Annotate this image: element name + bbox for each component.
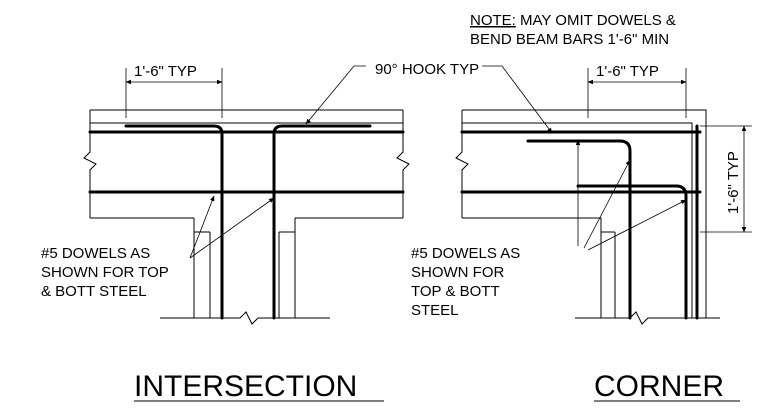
corner-break-bottom [575,311,720,325]
corner-dowel-leader-3 [587,199,687,251]
corner-note: NOTE: MAY OMIT DOWELS & BEND BEAM BARS 1… [470,12,680,48]
hook-note-leader-left [305,65,366,125]
corner-note-prefix: NOTE: [470,12,516,29]
corner-dowel-note: #5 DOWELS AS SHOWN FOR TOP & BOTT STEEL [411,245,524,319]
intersection-dim-label: 1'-6" TYP [134,63,197,80]
corner-dowel-note-line-2: SHOWN FOR [411,264,504,281]
corner-dim-side-label: 1'-6" TYP [725,151,742,214]
corner-dim-top-label: 1'-6" TYP [596,63,659,80]
corner-detail: NOTE: MAY OMIT DOWELS & BEND BEAM BARS 1… [411,12,752,403]
intersection-dowel-note-line-2: SHOWN FOR TOP [41,264,169,281]
corner-title: CORNER [594,370,724,403]
corner-dowel-note-line-4: STEEL [411,302,459,319]
hook-note-leader-right [482,65,553,134]
corner-dowel-note-line-3: TOP & BOTT [411,283,499,300]
corner-dowel-bottom [576,184,688,320]
intersection-detail: 1'-6" TYP #5 DOWELS AS SHOWN FOR TOP & B… [41,63,410,403]
corner-dowel-leader-2 [583,159,631,249]
intersection-break-right [396,110,410,218]
intersection-break-bottom [160,311,330,325]
intersection-dowel-right [272,124,372,320]
hook-note: 90° HOOK TYP [375,61,479,78]
corner-note-line-1: MAY OMIT DOWELS & [516,12,676,29]
corner-note-line-2: BEND BEAM BARS 1'-6" MIN [470,31,669,48]
intersection-dowel-note: #5 DOWELS AS SHOWN FOR TOP & BOTT STEEL [41,245,173,300]
intersection-dowel-leader-1 [189,195,215,259]
intersection-title: INTERSECTION [134,370,357,403]
intersection-dowel-note-line-1: #5 DOWELS AS [41,245,150,262]
intersection-beam-outline [90,109,403,318]
intersection-dowel-left [124,124,224,320]
corner-outline [462,109,707,318]
corner-break-left [455,110,469,218]
corner-dowel-top [526,139,632,320]
intersection-dowel-note-line-3: & BOTT STEEL [41,283,147,300]
intersection-break-left [83,110,97,218]
corner-dowel-note-line-1: #5 DOWELS AS [411,245,520,262]
intersection-dowel-leader-2 [189,197,275,259]
